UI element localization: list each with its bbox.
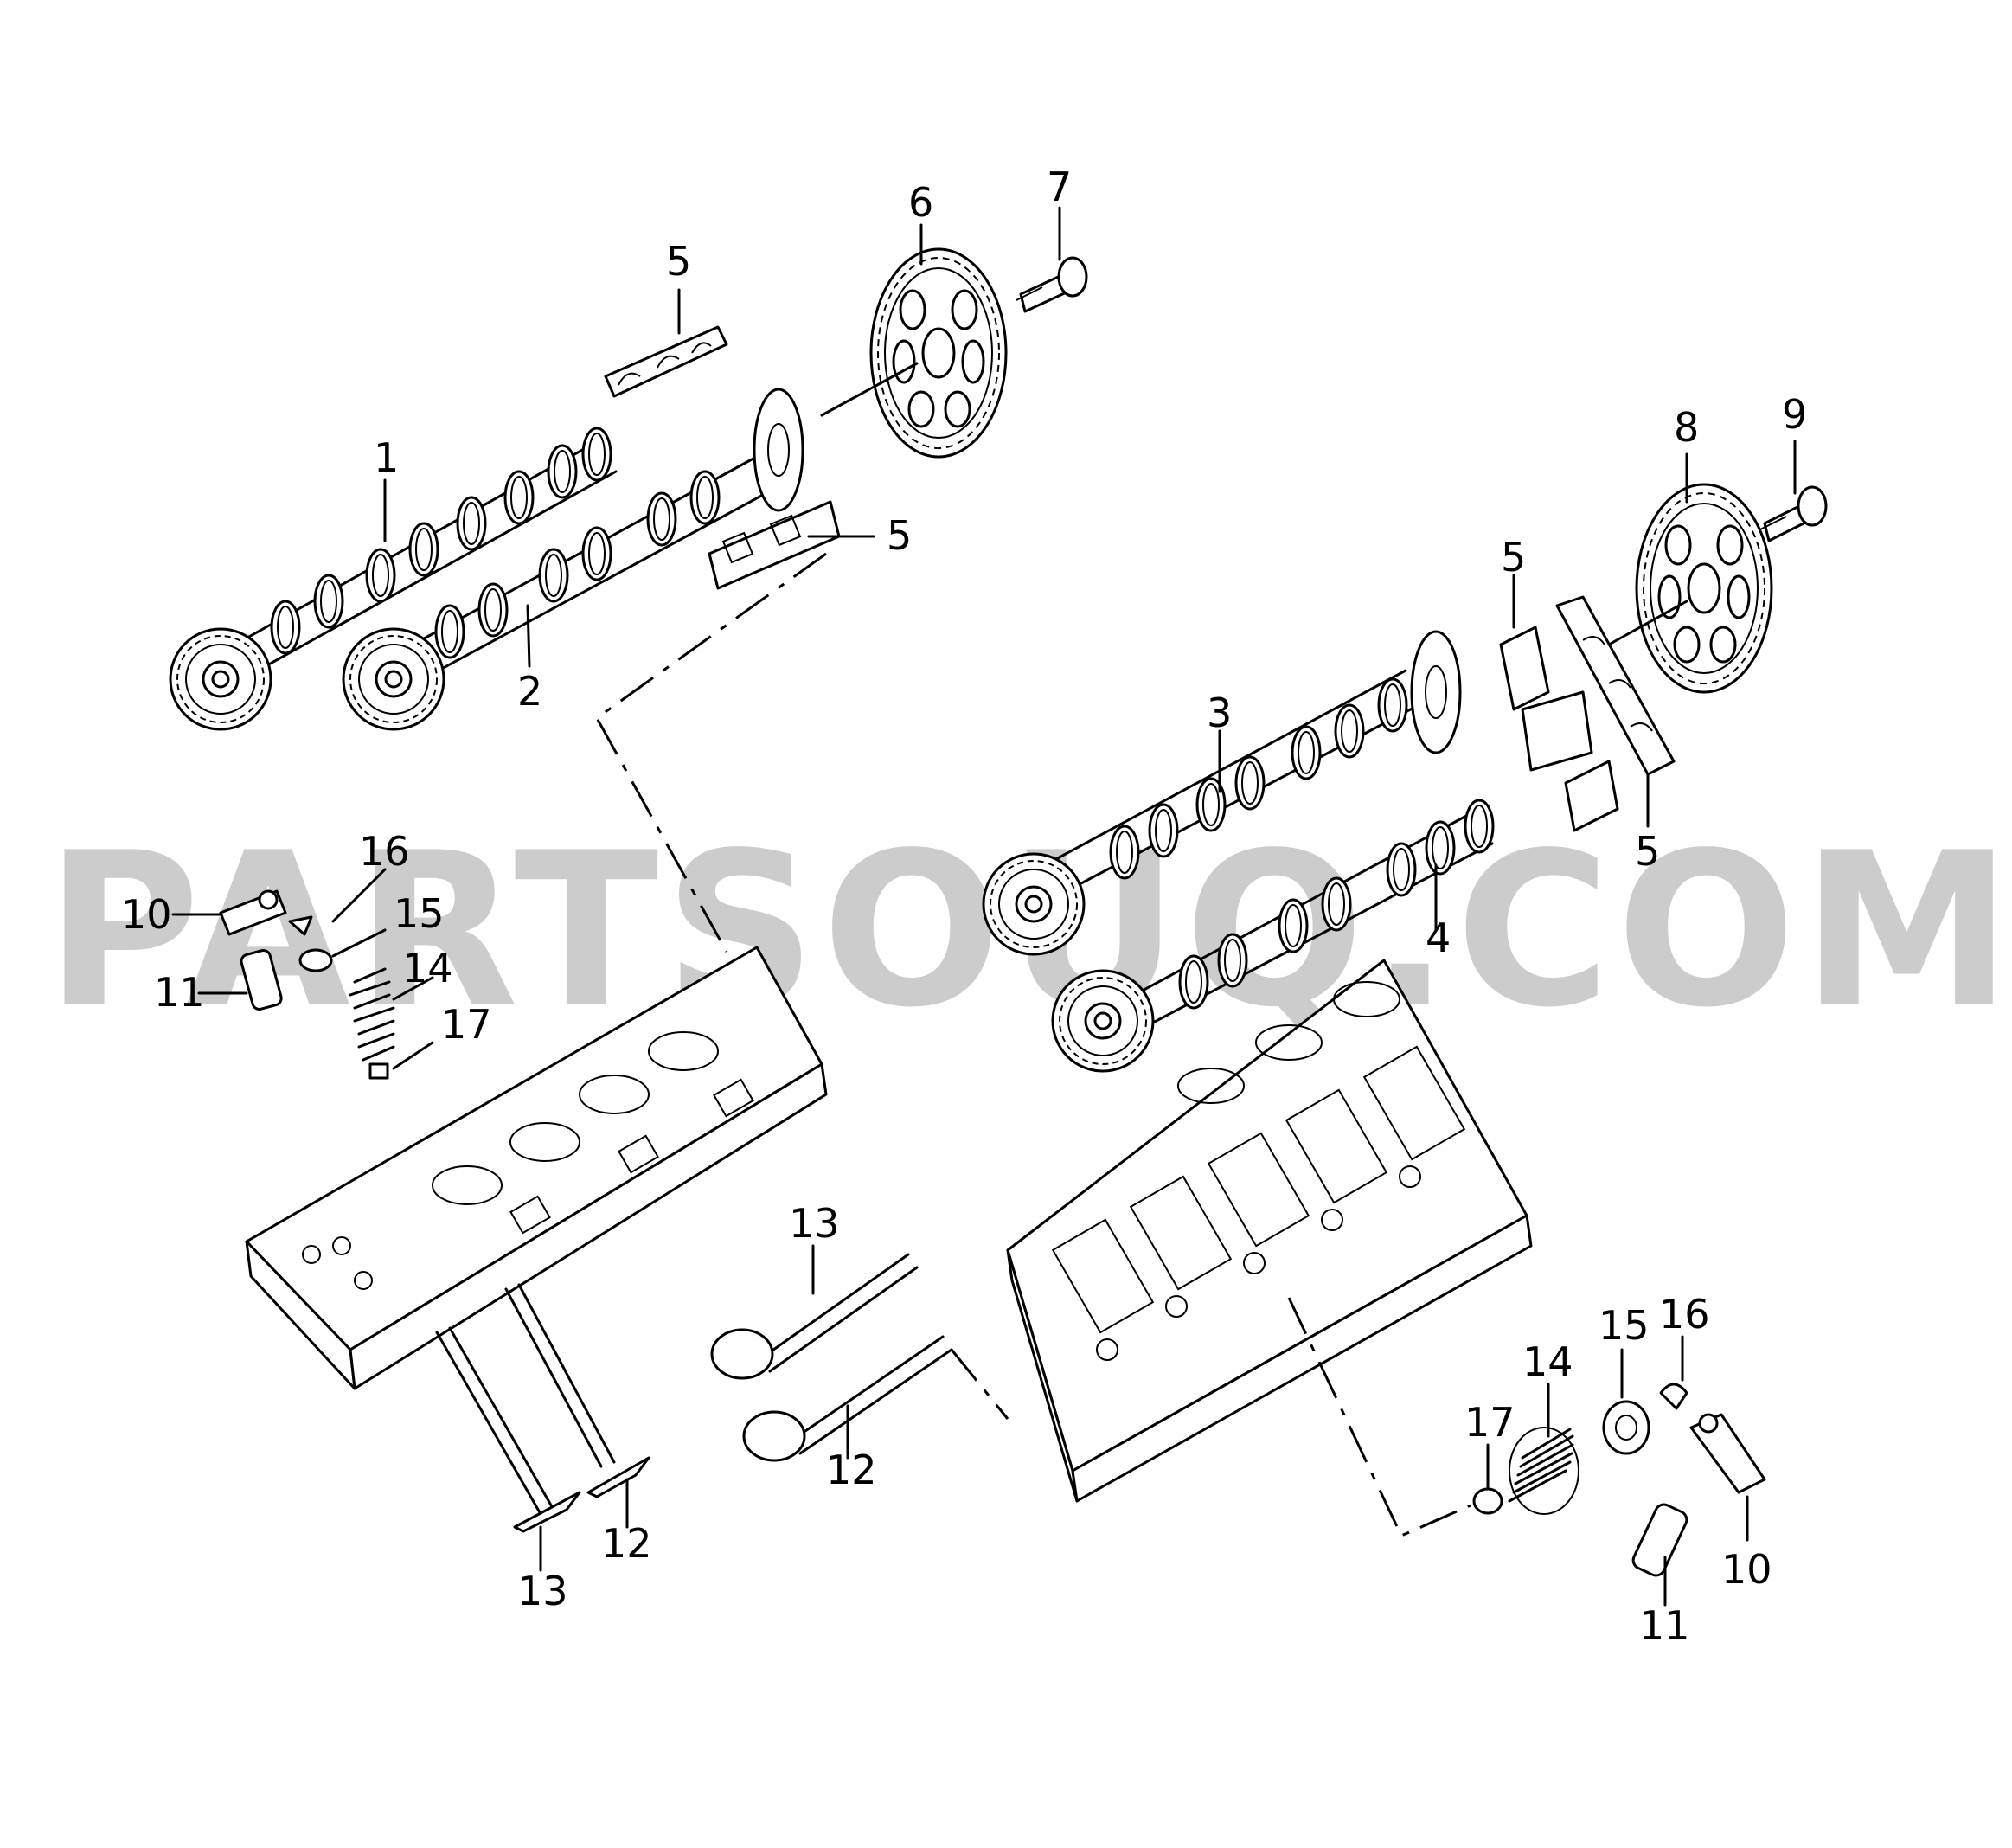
callout-12-right: 12 xyxy=(826,1447,877,1493)
seal-17-left xyxy=(368,1062,389,1080)
leader-lines xyxy=(171,206,1797,1607)
camshaft-3 xyxy=(982,630,1462,956)
bearing-cap-right-a xyxy=(1499,626,1619,832)
callout-6: 6 xyxy=(908,179,933,226)
cylinder-head-right xyxy=(1006,959,1533,1503)
lifter-11-left xyxy=(240,948,283,1011)
callout-7: 7 xyxy=(1047,164,1072,210)
valve-left-13 xyxy=(435,1326,581,1533)
callout-14-left: 14 xyxy=(402,945,453,991)
callout-10-right: 10 xyxy=(1721,1546,1772,1593)
bolt-9 xyxy=(1759,485,1828,542)
callout-15-left: 15 xyxy=(394,890,445,937)
callout-14-right: 14 xyxy=(1522,1338,1573,1385)
callout-13-right: 13 xyxy=(789,1200,840,1247)
callout-5-mid: 5 xyxy=(887,512,912,559)
camshaft-1 xyxy=(169,427,618,731)
keeper-16-right xyxy=(1659,1383,1688,1410)
valve-left-12 xyxy=(504,1283,650,1498)
callout-10-left: 10 xyxy=(121,891,172,938)
valve-right-13 xyxy=(710,1253,919,1380)
callout-3: 3 xyxy=(1207,690,1232,736)
cylinder-head-left xyxy=(245,946,828,1390)
callout-11-left: 11 xyxy=(154,969,205,1016)
callout-9: 9 xyxy=(1782,391,1807,438)
keeper-16-left xyxy=(288,915,313,936)
callout-13-left: 13 xyxy=(517,1568,568,1614)
camshaft-4 xyxy=(1051,799,1495,1073)
callout-17-right: 17 xyxy=(1464,1399,1515,1446)
sprocket-8 xyxy=(1607,483,1773,694)
callout-5-top: 5 xyxy=(666,238,691,285)
callout-16-right: 16 xyxy=(1659,1291,1710,1338)
callout-16-left: 16 xyxy=(359,828,410,875)
callout-2: 2 xyxy=(517,668,542,715)
lifter-11-right xyxy=(1631,1503,1688,1577)
callout-labels: 1 2 3 4 5 5 5 5 6 7 8 9 10 10 11 11 12 1… xyxy=(121,164,1807,1649)
retainer-15-right xyxy=(1602,1400,1650,1455)
callout-17-left: 17 xyxy=(441,1001,492,1048)
callout-15-right: 15 xyxy=(1599,1302,1650,1349)
callout-11-right: 11 xyxy=(1639,1602,1690,1649)
alignment-lines xyxy=(595,552,1471,1537)
callout-12-left: 12 xyxy=(601,1520,652,1567)
bearing-cap-right-b xyxy=(1555,595,1676,776)
callout-4: 4 xyxy=(1426,914,1451,961)
bearing-cap-upper xyxy=(604,325,728,398)
sprocket-6 xyxy=(820,247,1008,459)
seal-17-right xyxy=(1472,1487,1503,1515)
callout-8: 8 xyxy=(1674,404,1699,451)
bolt-7 xyxy=(1016,256,1088,313)
spring-14-right xyxy=(1508,1427,1579,1515)
callout-5-right-top: 5 xyxy=(1501,534,1526,581)
retainer-15-left xyxy=(298,948,333,972)
callout-5-right-bottom: 5 xyxy=(1635,828,1660,875)
callout-1: 1 xyxy=(374,434,399,481)
spring-14-left xyxy=(349,967,395,1062)
rocker-arm-10-right xyxy=(1689,1413,1766,1494)
valve-right-12 xyxy=(742,1335,953,1462)
rocker-arm-10-left xyxy=(219,889,287,936)
camshaft-2 xyxy=(342,388,804,731)
